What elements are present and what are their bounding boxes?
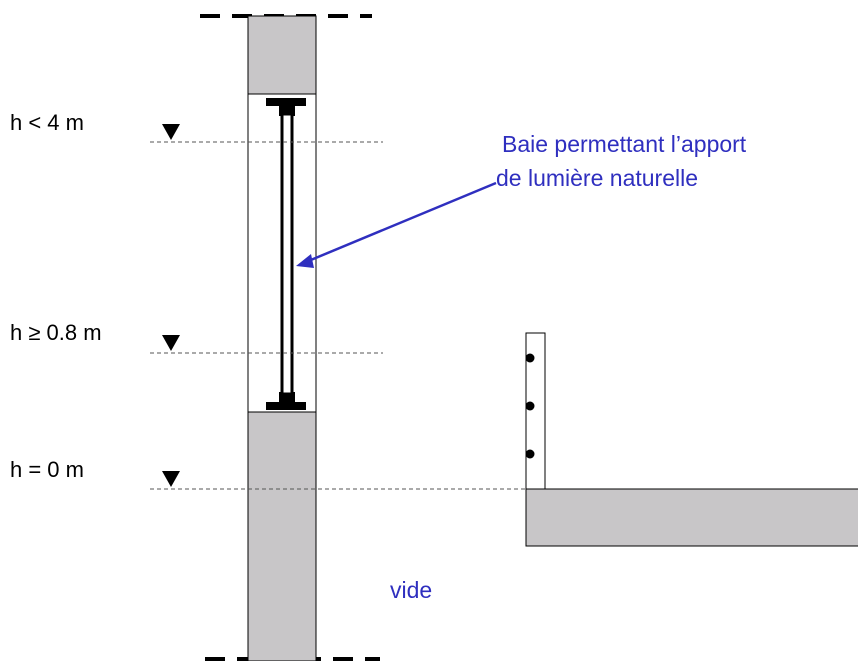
upper-wall-block — [247, 15, 317, 95]
down-triangle-icon — [162, 124, 180, 140]
window-head-stem — [279, 106, 295, 116]
callout-text-line1: Baie permettant l’apport — [502, 131, 747, 157]
window-sill-profile — [266, 402, 306, 410]
dot-icon — [525, 353, 535, 363]
dot-icon — [525, 449, 535, 459]
level-label-mid: h ≥ 0.8 m — [10, 320, 102, 345]
balcony-slab — [525, 488, 858, 547]
callout-text-line2: de lumière naturelle — [496, 165, 698, 191]
level-label-top: h < 4 m — [10, 110, 84, 135]
window-frame — [266, 98, 306, 410]
lower-wall-block — [247, 411, 317, 661]
window-sill-stem — [279, 392, 295, 402]
down-triangle-icon — [162, 471, 180, 487]
window-glass — [280, 112, 294, 396]
level-label-ground: h = 0 m — [10, 457, 84, 482]
dot-icon — [525, 401, 535, 411]
void-label: vide — [390, 577, 432, 603]
callout-arrow — [296, 181, 497, 268]
window-head-profile — [266, 98, 306, 106]
down-triangle-icon — [162, 335, 180, 351]
